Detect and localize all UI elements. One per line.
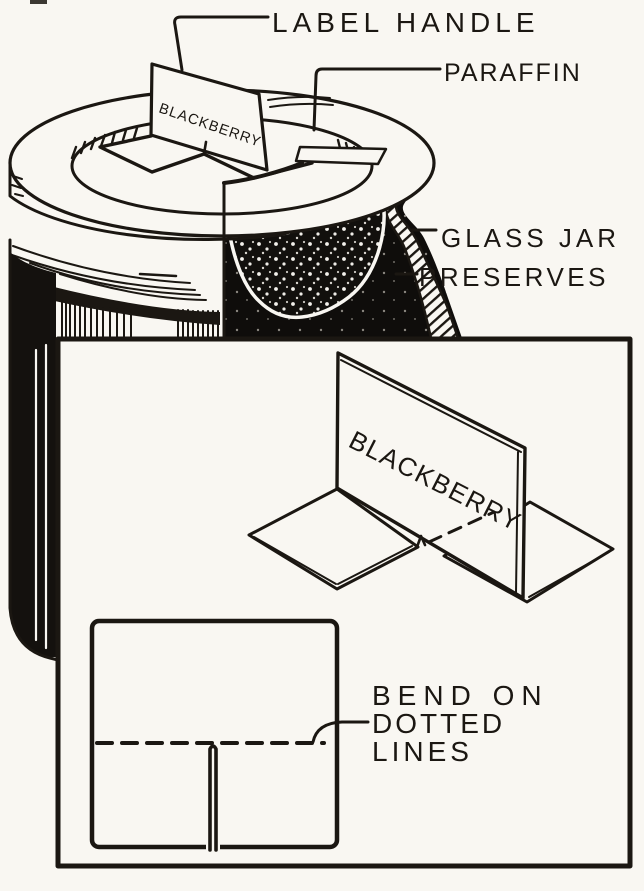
instruction-line1: BEND ON: [372, 680, 549, 711]
instruction-line3: LINES: [372, 736, 473, 767]
folded-label-panel-thickness: [340, 359, 522, 594]
folded-label-slit-notch: [415, 534, 427, 549]
folded-label-panel: [335, 351, 527, 600]
folded-label-hidden-fold-dashes: [427, 510, 496, 544]
jar-left-shadow: [10, 252, 56, 657]
flat-blank: [89, 618, 340, 852]
blackberry-tab: BLACKBERRY: [98, 62, 314, 180]
instruction-line2: DOTTED: [372, 708, 505, 739]
paraffin-leader-line: [312, 67, 442, 132]
blackberry-tab-slit-mark: [202, 140, 208, 156]
jar-outline: [8, 238, 60, 662]
jar-body-stripes: [61, 301, 219, 340]
rim-misc-shading: [11, 95, 334, 197]
blackberry-tab-flaps: [98, 134, 314, 180]
callout-glass-jar: GLASS JAR: [441, 223, 620, 253]
jar-left-highlights: [34, 343, 48, 650]
slit-cut: [208, 744, 218, 852]
callout-label-handle: LABEL HANDLE: [272, 7, 540, 38]
folded-label-left-flap-thickness: [253, 536, 413, 585]
jar-rim-wall-edge: [8, 161, 287, 242]
rim-cut-face: [294, 145, 388, 166]
callout-paraffin: PARAFFIN: [444, 59, 582, 87]
callout-preserves: PRESERVES: [419, 262, 609, 292]
rim-inner-ticks-left: [70, 126, 139, 160]
callouts: LABEL HANDLE PARAFFIN GLASS JAR PRESERVE…: [173, 7, 620, 292]
folded-label-right-flap-thickness: [528, 551, 610, 598]
scan-smudge: [30, 0, 47, 4]
instruction-text: BEND ON DOTTED LINES: [372, 680, 549, 767]
label-handle-leader-line: [173, 15, 270, 72]
instruction-leader-line: [311, 720, 370, 744]
blackberry-tab-panel: [149, 62, 269, 172]
folded-label-3d: BLACKBERRY: [247, 351, 615, 604]
inset-panel: BLACKBERRY BEND ON DOTTED LINES: [55, 336, 633, 869]
